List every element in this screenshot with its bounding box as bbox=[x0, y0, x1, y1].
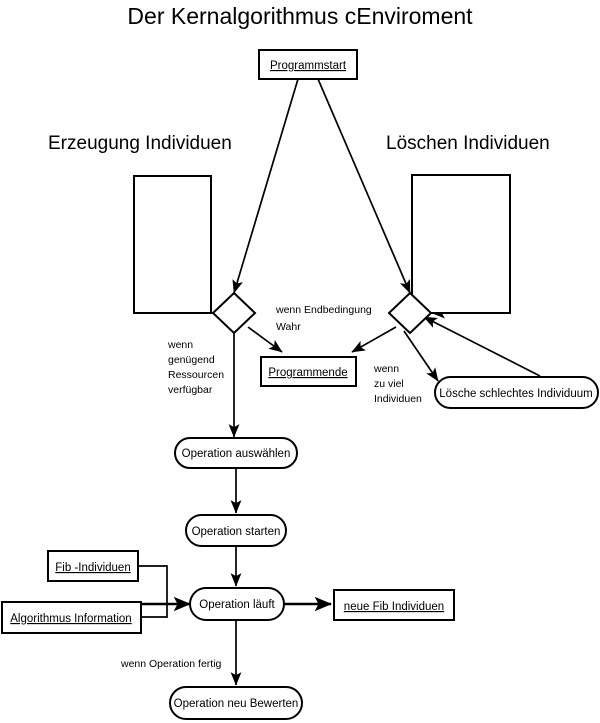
edge-label-ressourcen-line-3: Ressourcen bbox=[168, 369, 224, 381]
edge-fib-individuen-to-operation-laeuft bbox=[137, 565, 168, 604]
edge-decision-right-to-loesche-individuum bbox=[403, 330, 439, 382]
edge-label-ressourcen-line-2: genügend bbox=[168, 354, 215, 366]
node-loesche-schlechtes-individuum-label: Lösche schlechtes Individuum bbox=[439, 388, 592, 400]
node-operation-auswaehlen[interactable]: Operation auswählen bbox=[174, 437, 298, 469]
node-operation-starten[interactable]: Operation starten bbox=[185, 514, 287, 547]
edge-label-zuviel-line-1: wenn bbox=[373, 363, 399, 375]
edge-label-zuviel-line-2: zu viel bbox=[374, 378, 404, 390]
node-algorithmus-information[interactable]: Algorithmus Information bbox=[1, 601, 142, 634]
node-fib-individuen-label: Fib -Individuen bbox=[55, 562, 130, 574]
edge-programmstart-to-decision-right bbox=[317, 78, 411, 294]
node-neue-fib-individuen[interactable]: neue Fib Individuen bbox=[333, 589, 455, 621]
edge-label-endbedingung-line-2: Wahr bbox=[276, 321, 301, 333]
edge-label-ressourcen-line-1: wenn bbox=[167, 339, 193, 351]
node-erzeugung-box[interactable] bbox=[133, 175, 212, 314]
edge-label-endbedingung-line-1: wenn Endbedingung bbox=[275, 304, 372, 316]
edge-label-ressourcen-line-4: verfügbar bbox=[168, 384, 213, 396]
node-operation-neu-bewerten-label: Operation neu Bewerten bbox=[174, 698, 299, 710]
node-fib-individuen[interactable]: Fib -Individuen bbox=[47, 550, 139, 582]
node-operation-starten-label: Operation starten bbox=[192, 526, 281, 538]
edge-label-operation-fertig-line-1: wenn Operation fertig bbox=[120, 658, 222, 670]
edge-programmstart-to-decision-left bbox=[232, 78, 299, 294]
heading-erzeugung-individuen: Erzeugung Individuen bbox=[48, 133, 232, 154]
edge-algorithmus-information-to-operation-laeuft bbox=[140, 604, 168, 618]
node-programmende[interactable]: Programmende bbox=[260, 356, 357, 387]
edge-label-endbedingung: wenn Endbedingung Wahr bbox=[275, 304, 372, 333]
node-neue-fib-individuen-label: neue Fib Individuen bbox=[344, 601, 444, 613]
page-title: Der Kernalgorithmus cEnviroment bbox=[127, 3, 473, 29]
node-operation-laeuft-label: Operation läuft bbox=[199, 599, 275, 611]
node-algorithmus-information-label: Algorithmus Information bbox=[10, 613, 131, 625]
edge-decision-right-to-programmende bbox=[351, 326, 397, 353]
node-programmende-label: Programmende bbox=[268, 367, 347, 379]
node-operation-laeuft[interactable]: Operation läuft bbox=[189, 587, 285, 621]
node-programmstart-label: Programmstart bbox=[270, 60, 347, 72]
edge-label-zuviel-line-3: Individuen bbox=[374, 393, 422, 405]
node-loesche-schlechtes-individuum[interactable]: Lösche schlechtes Individuum bbox=[434, 376, 599, 409]
edge-loesche-individuum-to-decision-right bbox=[423, 316, 541, 377]
node-programmstart[interactable]: Programmstart bbox=[258, 49, 358, 80]
node-decision-left[interactable] bbox=[211, 291, 257, 335]
node-operation-auswaehlen-label: Operation auswählen bbox=[182, 448, 291, 460]
edge-decision-left-to-programmende bbox=[247, 326, 283, 353]
node-decision-right[interactable] bbox=[387, 291, 433, 335]
node-operation-neu-bewerten[interactable]: Operation neu Bewerten bbox=[169, 686, 303, 720]
edge-label-ressourcen: wenn genügend Ressourcen verfügbar bbox=[167, 339, 224, 396]
edge-label-operation-fertig: wenn Operation fertig bbox=[120, 658, 222, 670]
edge-label-zuviel: wenn zu viel Individuen bbox=[373, 363, 422, 405]
heading-loeschen-individuen: Löschen Individuen bbox=[386, 133, 550, 154]
node-loeschen-box[interactable] bbox=[411, 174, 511, 314]
